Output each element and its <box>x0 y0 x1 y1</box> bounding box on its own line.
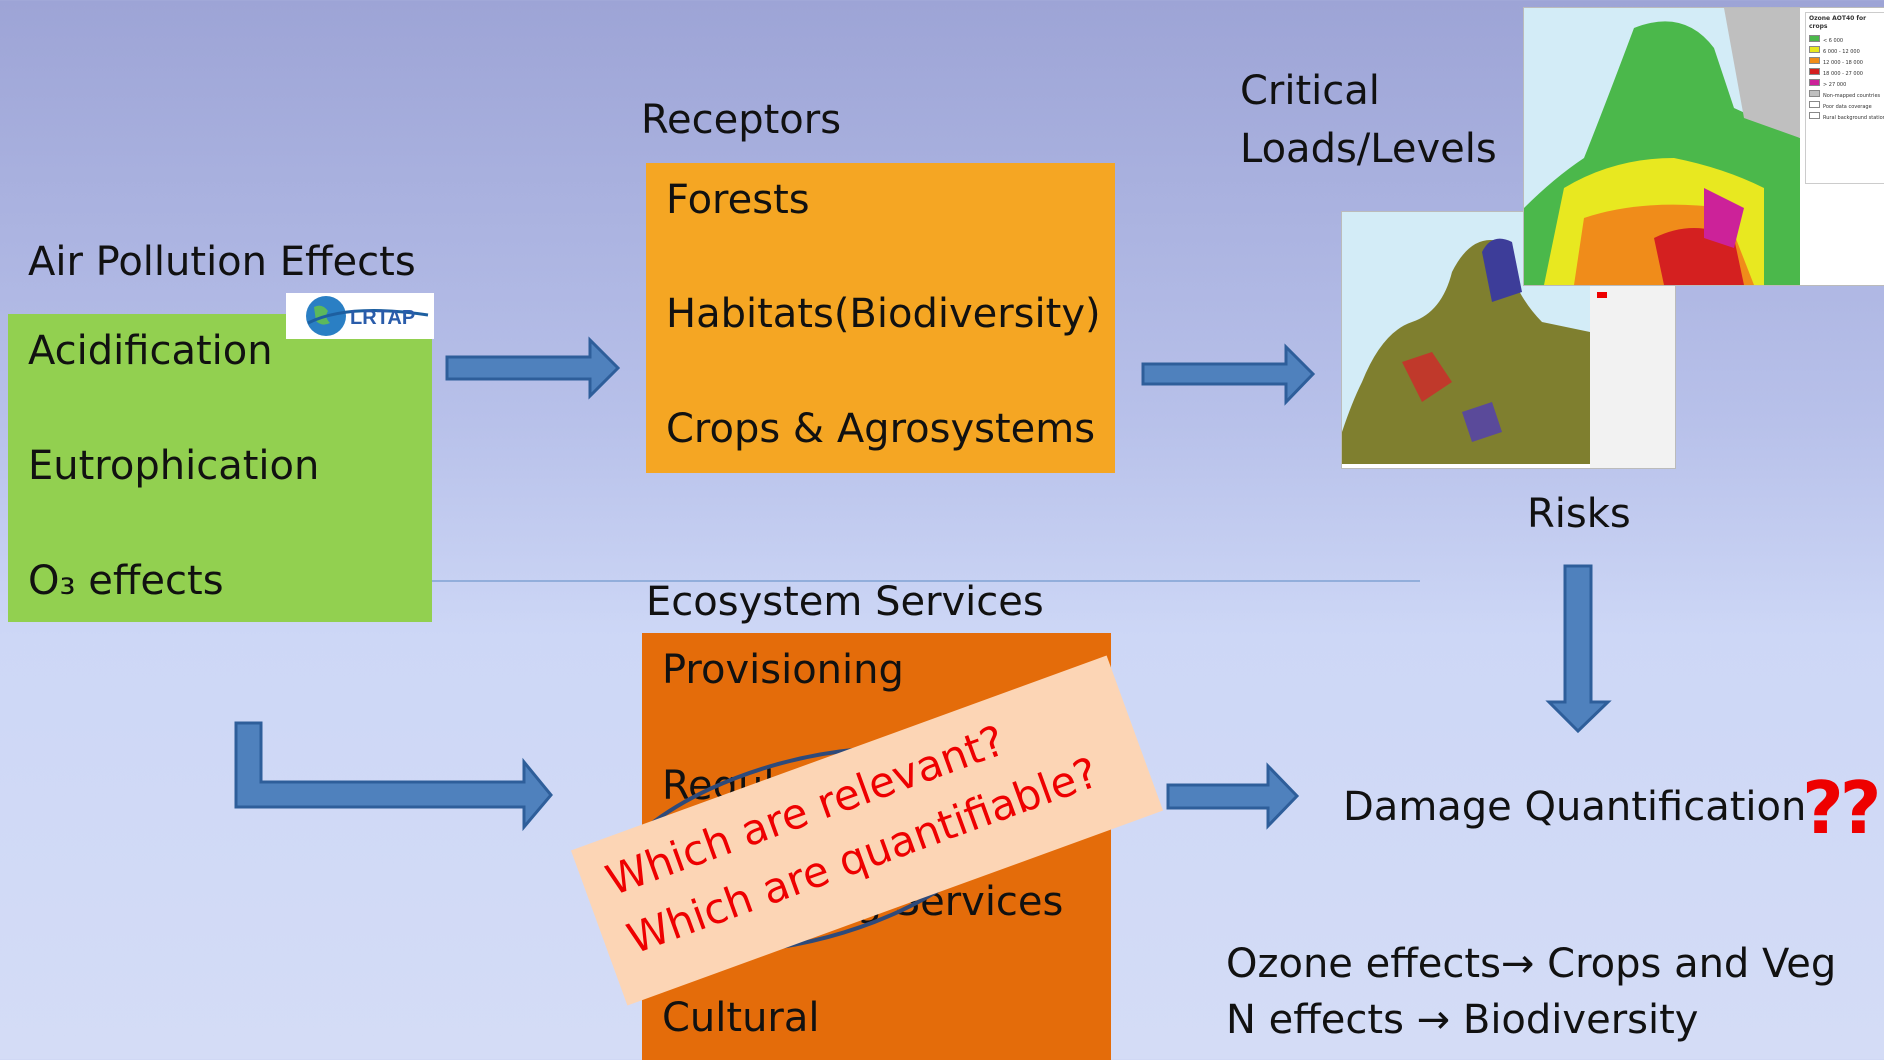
legend-swatch <box>1809 112 1820 119</box>
legend-text: < 6 000 <box>1823 38 1844 44</box>
legend-text: Rural background station <box>1823 115 1884 121</box>
legend-text: 6 000 - 12 000 <box>1823 49 1860 55</box>
legend-text: 12 000 - 18 000 <box>1823 60 1863 66</box>
arrow-effects-to-receptors <box>445 336 621 400</box>
damage-quantification-label: Damage Quantification <box>1343 784 1807 830</box>
critical-title-line1: Critical <box>1240 68 1380 114</box>
map-legend-item: 12 000 - 18 000 <box>1809 57 1863 66</box>
legend-swatch <box>1809 46 1820 53</box>
lrtap-logo: LRTAP <box>286 293 434 339</box>
map-legend-item: Non-mapped countries <box>1809 90 1880 99</box>
legend-text: Poor data coverage <box>1823 104 1872 110</box>
question-marks: ?? <box>1802 766 1882 850</box>
receptors-title: Receptors <box>641 97 842 143</box>
legend-text: > 27 000 <box>1823 82 1847 88</box>
air-pollution-effects-title: Air Pollution Effects <box>28 239 416 285</box>
arrow-risks-down <box>1545 564 1612 734</box>
map-legend-item: Poor data coverage <box>1809 101 1872 110</box>
item-acidification: Acidification <box>28 328 273 374</box>
ozone-aot40-map: Ozone AOT40 for crops < 6 000 6 000 - 12 … <box>1523 7 1884 286</box>
item-eutrophication: Eutrophication <box>28 443 320 489</box>
legend-swatch <box>1809 68 1820 75</box>
arrow-receptors-to-maps <box>1141 343 1316 406</box>
legend-swatch <box>1809 57 1820 64</box>
item-o3-effects: O₃ effects <box>28 558 224 604</box>
legend-text: 18 000 - 27 000 <box>1823 71 1863 77</box>
air-pollution-effects-box: Acidification Eutrophication O₃ effects <box>8 314 432 622</box>
map-legend-item: > 27 000 <box>1809 79 1846 88</box>
map-legend-item: 6 000 - 12 000 <box>1809 46 1860 55</box>
ozone-effects-note: Ozone effects→ Crops and Veg <box>1226 941 1837 987</box>
item-habitats: Habitats(Biodiversity) <box>666 291 1101 337</box>
legend-swatch <box>1809 101 1820 108</box>
critical-title-line2: Loads/Levels <box>1240 126 1497 172</box>
map-legend-item: 18 000 - 27 000 <box>1809 68 1863 77</box>
item-crops: Crops & Agrosystems <box>666 406 1096 452</box>
lrtap-logo-text: LRTAP <box>350 307 415 329</box>
legend-swatch <box>1809 79 1820 86</box>
legend-text: Non-mapped countries <box>1823 93 1881 99</box>
legend-swatch <box>1809 90 1820 97</box>
receptors-box: Forests Habitats(Biodiversity) Crops & A… <box>646 163 1115 473</box>
legend-swatch <box>1809 35 1820 42</box>
item-forests: Forests <box>666 177 810 223</box>
n-effects-note: N effects → Biodiversity <box>1226 997 1699 1043</box>
arrow-services-to-damage <box>1166 762 1300 830</box>
risks-label: Risks <box>1527 491 1631 537</box>
item-provisioning: Provisioning <box>662 647 904 693</box>
arrow-effects-to-services <box>234 721 553 832</box>
divider-line <box>380 580 1420 582</box>
item-cultural: Cultural <box>662 995 820 1041</box>
map-legend-item: < 6 000 <box>1809 35 1843 44</box>
map-legend-item: Rural background station <box>1809 112 1884 121</box>
ecosystem-services-title: Ecosystem Services <box>646 579 1044 625</box>
map-legend-title: Ozone AOT40 for crops <box>1809 15 1867 30</box>
